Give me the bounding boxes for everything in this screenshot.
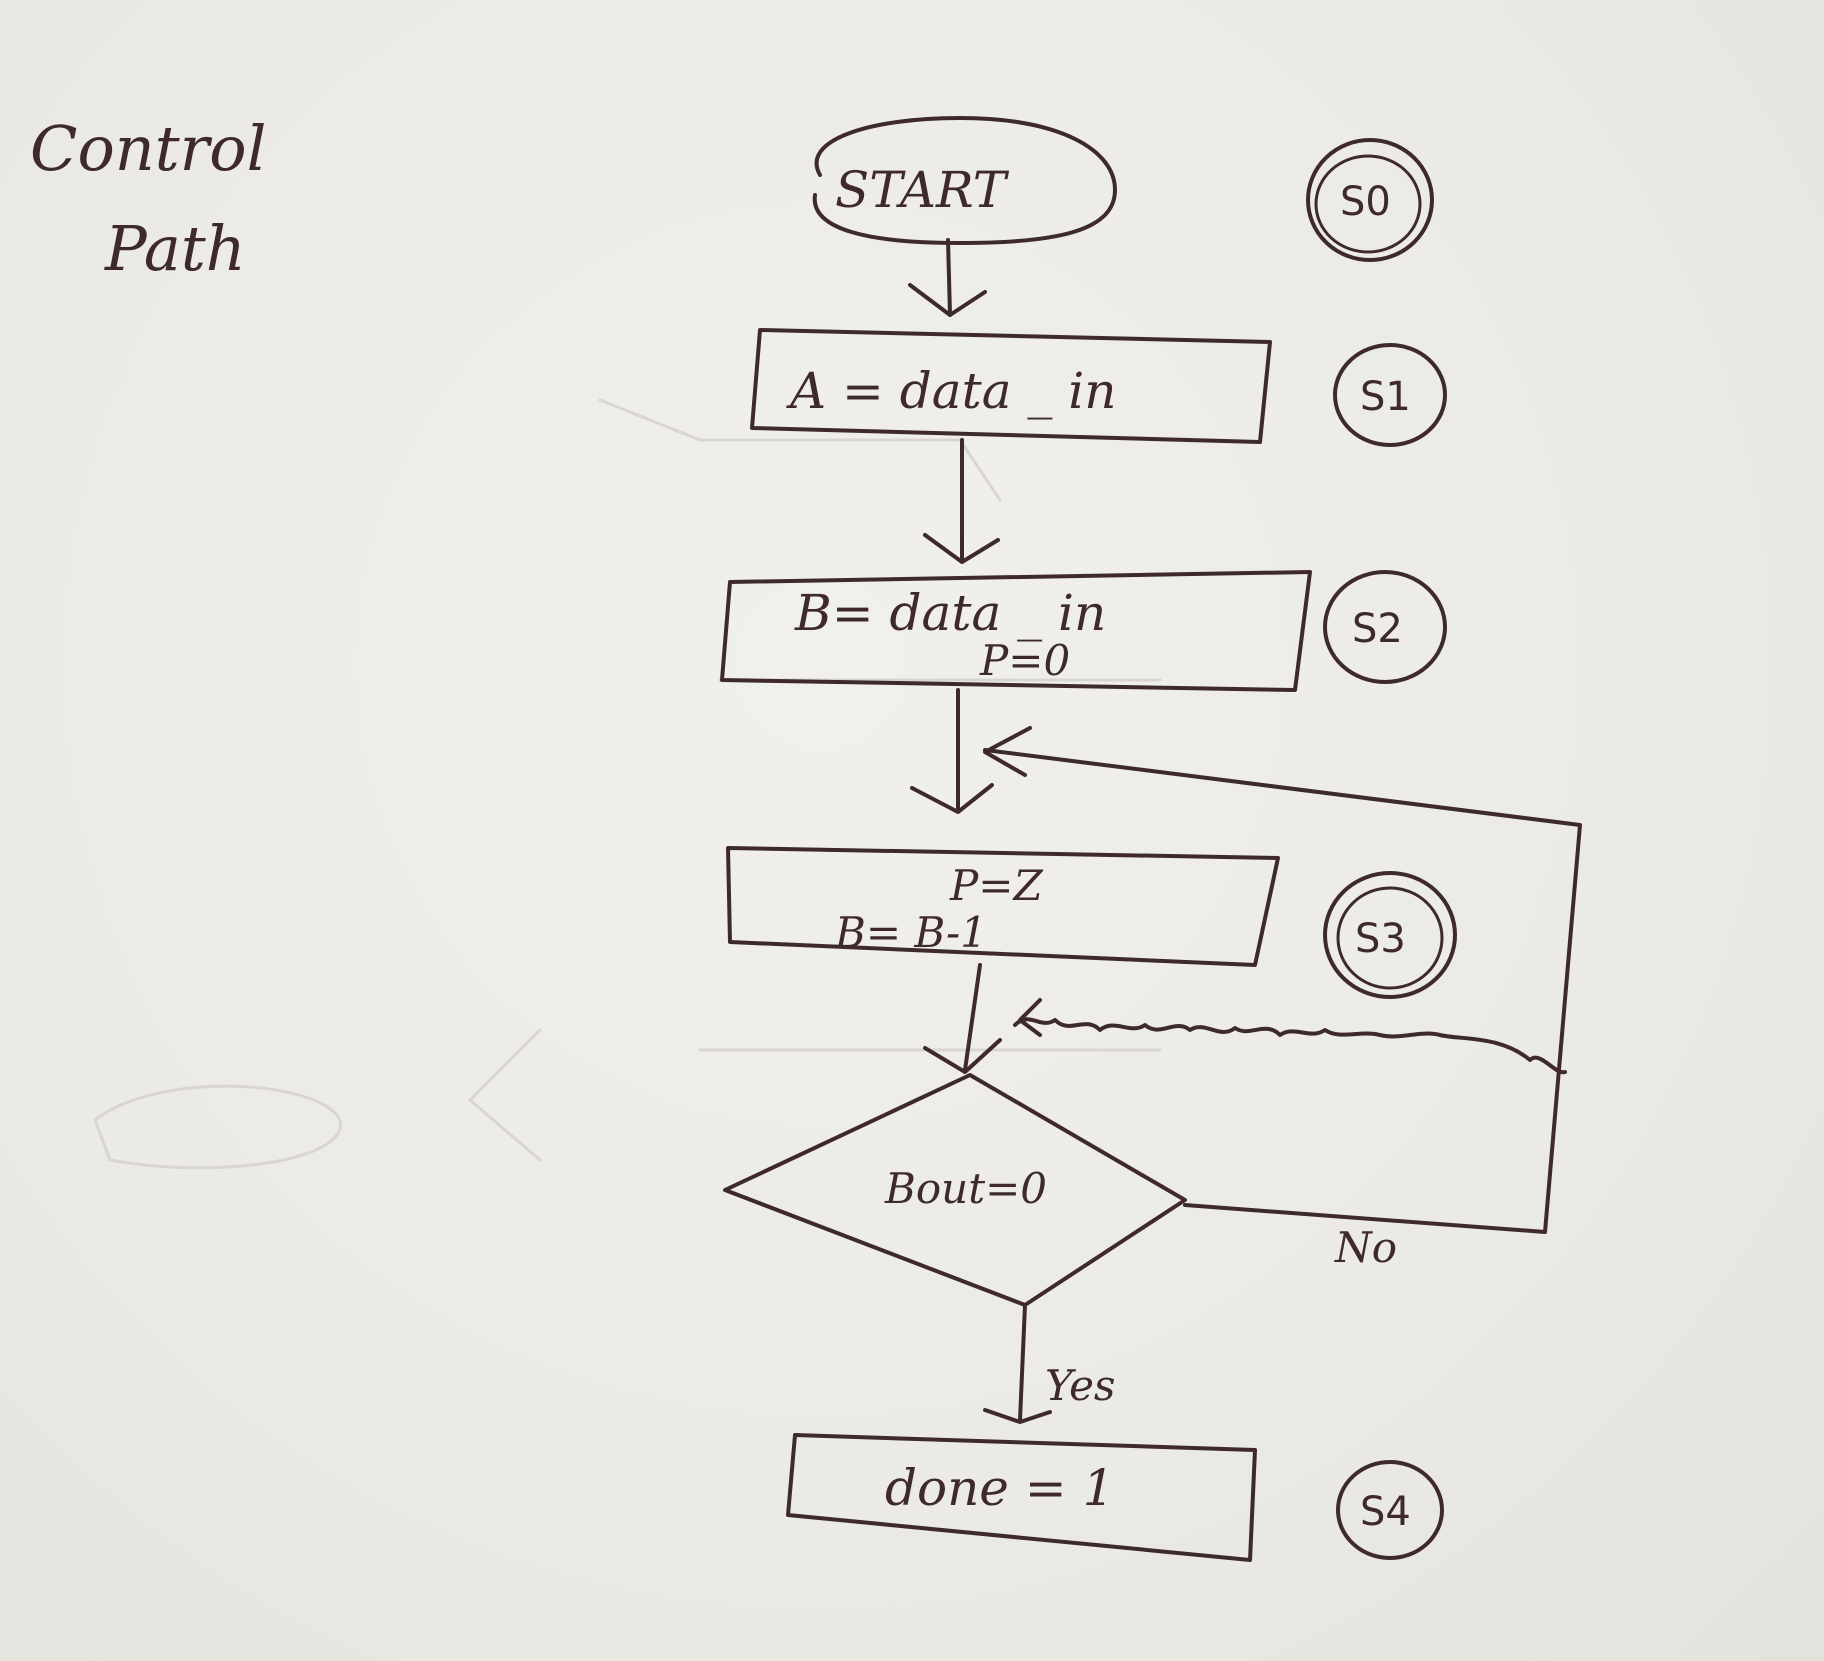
arrow-s2-to-s3 — [910, 688, 994, 814]
state-s3: S3 — [1323, 871, 1457, 999]
s1-box: A = data _ in — [750, 328, 1272, 444]
s3-box: P=Z B= B-1 — [726, 846, 1280, 967]
s2-line1: B= data _ in — [794, 584, 1106, 642]
scribble-arrowhead — [1018, 998, 1042, 1037]
start-node: START — [812, 116, 1117, 245]
decision-label: Bout=0 — [884, 1164, 1047, 1213]
s3-line1: P=Z — [949, 861, 1043, 910]
state-s2-label: S2 — [1352, 606, 1403, 652]
decision-node: Bout=0 — [723, 1073, 1187, 1307]
start-label: START — [835, 161, 1010, 219]
ghost-marks — [93, 398, 1162, 1170]
arrow-yes: Yes — [983, 1303, 1116, 1424]
arrow-no-loop: No — [983, 726, 1582, 1272]
s2-box: B= data _ in P=0 — [720, 570, 1312, 692]
state-s0-label: S0 — [1340, 179, 1391, 225]
title-line2: Path — [104, 212, 246, 285]
state-s0: S0 — [1306, 138, 1434, 262]
title-line1: Control — [30, 112, 266, 185]
s3-line2: B= B-1 — [834, 908, 987, 957]
s4-box: done = 1 — [786, 1433, 1257, 1562]
arrow-start-to-s1 — [908, 238, 987, 317]
s2-line2: P=0 — [979, 636, 1070, 685]
state-s3-label: S3 — [1355, 916, 1406, 962]
scribble-merge-line — [1013, 1017, 1567, 1075]
arrow-s3-to-decision — [923, 963, 1002, 1074]
state-s1-label: S1 — [1360, 374, 1411, 420]
no-label: No — [1334, 1223, 1397, 1272]
done-text: done = 1 — [885, 1459, 1114, 1517]
state-s1: S1 — [1333, 343, 1447, 447]
s1-text: A = data _ in — [786, 362, 1117, 420]
state-s4-label: S4 — [1360, 1489, 1411, 1535]
state-s2: S2 — [1323, 570, 1447, 684]
state-s4: S4 — [1336, 1460, 1444, 1560]
arrow-s1-to-s2 — [923, 438, 1000, 564]
yes-label: Yes — [1045, 1361, 1116, 1410]
